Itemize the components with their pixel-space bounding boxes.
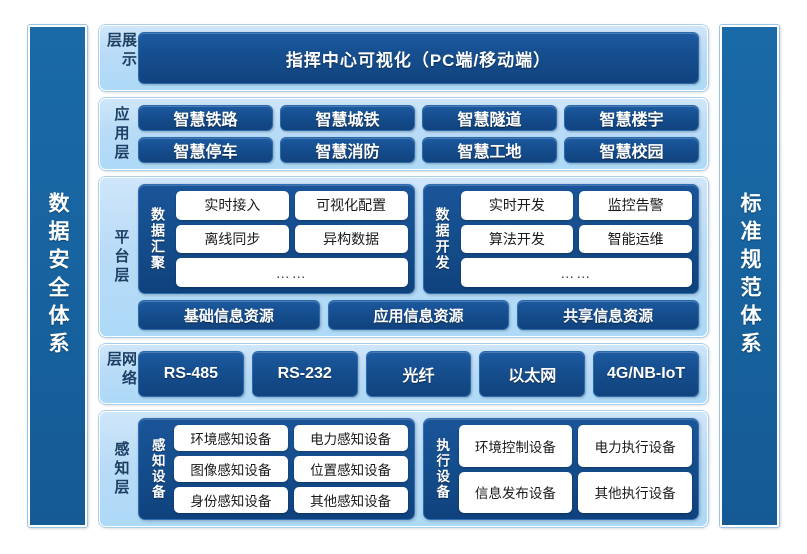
data-aggregation-row-1: 实时接入 可视化配置 — [176, 191, 408, 220]
presentation-command-center-bar[interactable]: 指挥中心可视化（PC端/移动端） — [138, 32, 699, 84]
module-execution-devices-title: 执行设备 — [434, 438, 450, 500]
sensing-device-power[interactable]: 电力感知设备 — [293, 425, 408, 451]
sensing-device-identity[interactable]: 身份感知设备 — [174, 487, 288, 513]
module-data-aggregation-title: 数据汇聚 — [150, 207, 166, 271]
network-item-ethernet[interactable]: 以太网 — [479, 351, 586, 397]
data-aggregation-more-ellipsis[interactable]: …… — [176, 258, 408, 288]
layer-presentation-body: 指挥中心可视化（PC端/移动端） — [138, 32, 699, 84]
sensing-device-image[interactable]: 图像感知设备 — [174, 456, 288, 482]
module-data-aggregation-grid: 实时接入 可视化配置 离线同步 异构数据 …… — [171, 191, 408, 288]
sensing-device-environment[interactable]: 环境感知设备 — [174, 425, 288, 451]
app-item-smart-firefighting[interactable]: 智慧消防 — [280, 137, 415, 163]
layer-network: 网络层 RS-485 RS-232 光纤 以太网 4G/NB-IoT — [99, 344, 708, 404]
app-item-smart-tunnel[interactable]: 智慧隧道 — [422, 105, 557, 131]
resource-shared-information[interactable]: 共享信息资源 — [517, 300, 700, 330]
resource-application-information[interactable]: 应用信息资源 — [327, 300, 510, 330]
app-item-smart-parking[interactable]: 智慧停车 — [138, 137, 273, 163]
module-data-development-title-wrap: 数据开发 — [430, 191, 456, 287]
right-pillar-standards: 标准规范体系 — [720, 25, 779, 527]
application-row-1: 智慧铁路 智慧城铁 智慧隧道 智慧楼宇 — [138, 105, 699, 131]
layer-network-label-wrap: 网络层 — [104, 351, 138, 397]
execution-devices-row-1: 环境控制设备 电力执行设备 — [458, 425, 692, 467]
layer-sensing-label-wrap: 感知层 — [104, 418, 138, 520]
layer-sensing-label: 感知层 — [112, 440, 130, 498]
platform-resource-row: 基础信息资源 应用信息资源 共享信息资源 — [138, 300, 700, 330]
layer-platform: 平台层 数据汇聚 实时接入 可视化配置 — [99, 177, 708, 337]
module-sensing-devices-title-wrap: 感知设备 — [145, 425, 169, 513]
execution-device-information-release[interactable]: 信息发布设备 — [458, 471, 573, 513]
layer-application-label: 应用层 — [112, 105, 130, 163]
data-aggregation-row-2: 离线同步 异构数据 — [176, 224, 408, 254]
resource-basic-information[interactable]: 基础信息资源 — [138, 300, 320, 330]
data-development-row-3: …… — [460, 258, 692, 288]
execution-device-other[interactable]: 其他执行设备 — [578, 471, 692, 513]
data-development-row-2: 算法开发 智能运维 — [460, 224, 692, 254]
module-sensing-devices-grid: 环境感知设备 电力感知设备 图像感知设备 位置感知设备 身份感知设备 其他感知设… — [169, 425, 408, 513]
layer-presentation-label: 展示层 — [105, 32, 137, 70]
sensing-module-execution-devices: 执行设备 环境控制设备 电力执行设备 信息发布设备 其他执行设备 — [422, 418, 699, 520]
network-item-fiber[interactable]: 光纤 — [365, 351, 472, 397]
app-item-smart-railway[interactable]: 智慧铁路 — [138, 105, 273, 131]
platform-modules: 数据汇聚 实时接入 可视化配置 离线同步 异构数据 — [138, 184, 699, 294]
left-pillar-label: 数据安全体系 — [46, 192, 69, 360]
layer-sensing-body: 感知设备 环境感知设备 电力感知设备 图像感知设备 位置感知设备 — [138, 418, 699, 520]
network-items-row: RS-485 RS-232 光纤 以太网 4G/NB-IoT — [138, 351, 699, 397]
data-development-monitor-alarm[interactable]: 监控告警 — [579, 191, 692, 220]
execution-device-power[interactable]: 电力执行设备 — [578, 425, 692, 467]
sensing-module-sensing-devices: 感知设备 环境感知设备 电力感知设备 图像感知设备 位置感知设备 — [138, 418, 415, 520]
module-data-development-grid: 实时开发 监控告警 算法开发 智能运维 …… — [456, 191, 692, 288]
execution-devices-row-2: 信息发布设备 其他执行设备 — [458, 471, 692, 513]
module-sensing-devices-title: 感知设备 — [149, 438, 165, 500]
layer-network-label: 网络层 — [105, 351, 137, 389]
module-execution-devices-title-wrap: 执行设备 — [430, 425, 454, 513]
platform-module-data-development: 数据开发 实时开发 监控告警 算法开发 智能运维 — [422, 184, 699, 294]
network-item-4g-nbiot[interactable]: 4G/NB-IoT — [593, 351, 699, 397]
module-data-aggregation-title-wrap: 数据汇聚 — [145, 191, 171, 287]
data-aggregation-row-3: …… — [176, 258, 408, 288]
sensing-device-location[interactable]: 位置感知设备 — [293, 456, 408, 482]
sensing-devices-row-1: 环境感知设备 电力感知设备 — [174, 425, 408, 451]
left-pillar-data-security: 数据安全体系 — [28, 25, 87, 527]
right-pillar-label: 标准规范体系 — [738, 192, 761, 360]
data-development-row-1: 实时开发 监控告警 — [460, 191, 692, 220]
execution-device-environment-control[interactable]: 环境控制设备 — [458, 425, 573, 467]
sensing-devices-row-2: 图像感知设备 位置感知设备 — [174, 456, 408, 482]
layer-network-body: RS-485 RS-232 光纤 以太网 4G/NB-IoT — [138, 351, 699, 397]
data-aggregation-heterogeneous-data[interactable]: 异构数据 — [294, 224, 408, 254]
layer-stack: 展示层 指挥中心可视化（PC端/移动端） 应用层 智慧铁路 智慧城铁 智慧隧道 … — [99, 25, 708, 527]
layer-application-label-wrap: 应用层 — [104, 105, 138, 163]
sensing-modules: 感知设备 环境感知设备 电力感知设备 图像感知设备 位置感知设备 — [138, 418, 699, 520]
data-aggregation-offline-sync[interactable]: 离线同步 — [176, 224, 289, 254]
data-development-realtime-dev[interactable]: 实时开发 — [460, 191, 574, 220]
layer-sensing: 感知层 感知设备 环境感知设备 电力感知设备 — [99, 411, 708, 527]
app-item-smart-construction-site[interactable]: 智慧工地 — [422, 137, 557, 163]
sensing-devices-row-3: 身份感知设备 其他感知设备 — [174, 487, 408, 513]
network-item-rs232[interactable]: RS-232 — [251, 351, 358, 397]
layer-application-body: 智慧铁路 智慧城铁 智慧隧道 智慧楼宇 智慧停车 智慧消防 智慧工地 智慧校园 — [138, 105, 699, 163]
layer-platform-label: 平台层 — [112, 228, 130, 286]
data-development-algorithm-dev[interactable]: 算法开发 — [460, 224, 574, 254]
data-development-more-ellipsis[interactable]: …… — [460, 258, 692, 288]
layer-application: 应用层 智慧铁路 智慧城铁 智慧隧道 智慧楼宇 智慧停车 智慧消防 智慧工地 智… — [99, 98, 708, 170]
layer-platform-body: 数据汇聚 实时接入 可视化配置 离线同步 异构数据 — [138, 184, 700, 330]
data-development-intelligent-ops[interactable]: 智能运维 — [579, 224, 692, 254]
layer-presentation-label-wrap: 展示层 — [104, 32, 138, 84]
module-execution-devices-grid: 环境控制设备 电力执行设备 信息发布设备 其他执行设备 — [454, 425, 692, 513]
module-data-development-title: 数据开发 — [434, 207, 451, 271]
app-item-smart-building[interactable]: 智慧楼宇 — [564, 105, 699, 131]
application-row-2: 智慧停车 智慧消防 智慧工地 智慧校园 — [138, 137, 699, 163]
app-item-smart-campus[interactable]: 智慧校园 — [564, 137, 699, 163]
data-aggregation-visual-config[interactable]: 可视化配置 — [294, 191, 408, 220]
data-aggregation-realtime-ingest[interactable]: 实时接入 — [176, 191, 289, 220]
platform-module-data-aggregation: 数据汇聚 实时接入 可视化配置 离线同步 异构数据 — [138, 184, 415, 294]
layer-platform-label-wrap: 平台层 — [104, 184, 138, 330]
network-item-rs485[interactable]: RS-485 — [138, 351, 244, 397]
app-item-smart-metro[interactable]: 智慧城铁 — [280, 105, 415, 131]
layer-presentation: 展示层 指挥中心可视化（PC端/移动端） — [99, 25, 708, 91]
sensing-device-other[interactable]: 其他感知设备 — [293, 487, 408, 513]
